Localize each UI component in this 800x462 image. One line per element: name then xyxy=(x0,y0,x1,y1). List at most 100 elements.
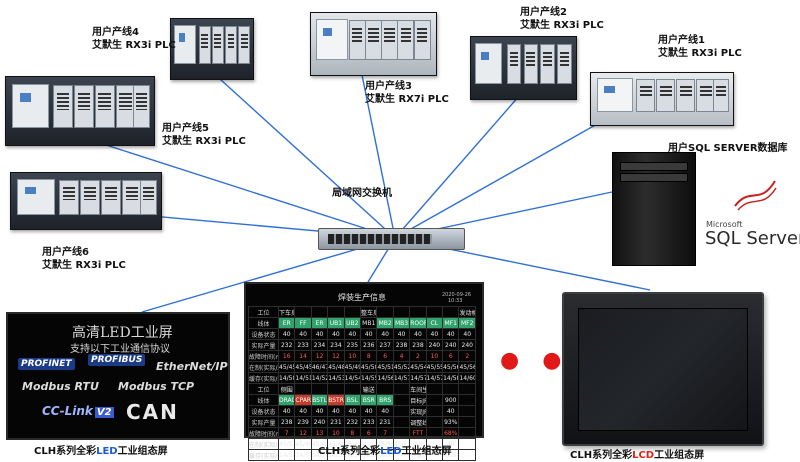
table-cell: 237 xyxy=(376,339,394,351)
table-row: 缓存(实际/最大)14/5414/5114/5214/5314/5414/581… xyxy=(248,449,476,461)
mid-screen-date: 2020-09-26 xyxy=(442,292,472,298)
table-cell: ROOF xyxy=(409,317,427,329)
table-cell: 45/46 xyxy=(294,438,312,450)
table-cell: BRS xyxy=(376,394,394,406)
row-header-cell: 线体 xyxy=(248,394,279,406)
table-row: 缓存(实际/最大)14/5014/5114/5214/5314/5414/551… xyxy=(248,372,476,384)
row-header-cell: 在制(实际/理论) xyxy=(248,361,279,373)
table-cell: 233 xyxy=(294,339,312,351)
label-line6: 用户产线6 艾默生 RX3i PLC xyxy=(42,246,126,272)
table-cell: 45/54 xyxy=(409,361,427,373)
lan-switch xyxy=(318,228,465,250)
link-line3 xyxy=(361,74,396,239)
table-cell: 8 xyxy=(360,350,378,362)
caption-left-hl: LED xyxy=(96,446,118,457)
table-cell: 40 xyxy=(327,405,345,417)
table-cell: 233 xyxy=(360,416,378,428)
table-cell: 235 xyxy=(343,339,362,351)
table-cell xyxy=(458,449,476,461)
line4-model: 艾默生 RX3i PLC xyxy=(92,40,176,51)
table-cell: 调整线FTP xyxy=(409,416,427,428)
table-cell: 6 xyxy=(376,350,394,362)
table-cell: 侧围 xyxy=(277,383,296,395)
caption-right-hl: LCD xyxy=(632,450,655,461)
table-cell: 234 xyxy=(327,339,345,351)
table-cell: 14/52 xyxy=(310,372,329,384)
row-header-cell: 设备状态 xyxy=(248,405,279,417)
table-cell: 236 xyxy=(360,339,378,351)
table-cell: 45/51 xyxy=(376,361,394,373)
table-cell: 40 xyxy=(343,328,362,340)
table-cell: BSTR xyxy=(327,394,345,406)
sql-logo-microsoft: Microsoft xyxy=(706,220,743,229)
table-cell xyxy=(458,405,476,417)
plc-line6 xyxy=(10,172,162,230)
row-header-cell: 缓存(实际/最大) xyxy=(248,372,279,384)
table-cell: 14/57 xyxy=(409,372,427,384)
table-cell xyxy=(442,306,460,318)
table-cell: CL xyxy=(425,317,444,329)
table-cell: 14/51 xyxy=(294,372,312,384)
table-cell: 40 xyxy=(409,328,427,340)
table-cell xyxy=(458,427,476,439)
line1-model: 艾默生 RX3i PLC xyxy=(658,48,742,59)
line4-name: 用户产线4 xyxy=(92,27,139,38)
link-line1 xyxy=(394,109,623,239)
table-cell: 40 xyxy=(343,405,362,417)
label-line5: 用户产线5 艾默生 RX3i PLC xyxy=(162,122,246,148)
label-line1: 用户产线1 艾默生 RX3i PLC xyxy=(658,34,742,60)
caption-left: CLH系列全彩LED工业组态屏 xyxy=(34,442,168,457)
database-label: 用户SQL SERVER数据库 xyxy=(668,143,788,154)
table-cell: 14/58 xyxy=(442,372,460,384)
table-cell: 目标JPH xyxy=(409,394,427,406)
row-header-cell: 工位 xyxy=(248,383,279,395)
mid-screen-time: 10:33 xyxy=(448,298,463,304)
caption-mid-pre: CLH系列全彩 xyxy=(318,446,381,457)
table-cell: 40 xyxy=(327,328,345,340)
cc-link-version: V2 xyxy=(94,407,114,418)
table-cell: 240 xyxy=(310,416,329,428)
table-cell: 13 xyxy=(310,427,329,439)
table-cell: MF2 xyxy=(458,317,476,329)
table-cell: ER xyxy=(310,317,329,329)
row-header-cell: 在制(实际/理论) xyxy=(248,438,279,450)
plc-line3 xyxy=(310,12,437,76)
table-cell: 12 xyxy=(327,350,345,362)
table-cell: 43/50 xyxy=(442,449,460,461)
table-cell: 40 xyxy=(294,328,312,340)
table-cell: 14/55 xyxy=(360,372,378,384)
table-cell xyxy=(310,306,329,318)
plc-line2 xyxy=(470,36,577,100)
caption-left-post: 工业组态屏 xyxy=(117,446,168,457)
table-cell: DRAC xyxy=(277,394,296,406)
line2-name: 用户产线2 xyxy=(520,7,567,18)
line5-name: 用户产线5 xyxy=(162,123,209,134)
cc-link-text: CC-Link xyxy=(42,404,93,418)
table-cell: BSR xyxy=(360,394,378,406)
switch-label: 局域网交换机 xyxy=(332,188,392,199)
table-cell: 45/54 xyxy=(376,438,394,450)
table-cell: 45/50 xyxy=(360,438,378,450)
mid-screen-title: 焊装生产信息 xyxy=(338,293,386,302)
table-row: 实际产量238239240231232233231调整线FTP93% xyxy=(248,416,476,428)
table-cell xyxy=(327,306,345,318)
table-cell: 239 xyxy=(294,416,312,428)
table-cell: 40 xyxy=(392,328,411,340)
table-cell: 240 xyxy=(442,339,460,351)
table-row: 在制(实际/理论)45/4545/4546/4745/4845/4945/504… xyxy=(248,361,476,373)
table-cell: 6 xyxy=(442,350,460,362)
table-cell xyxy=(442,383,460,395)
plc-line5 xyxy=(5,76,155,146)
caption-right-pre: CLH系列全彩 xyxy=(570,450,633,461)
table-row: 工位下车身整车身发动机 xyxy=(248,306,476,318)
table-cell: 45/52 xyxy=(392,438,411,450)
table-cell: 40 xyxy=(458,328,476,340)
table-row: 工位侧围输送车间生产状况 xyxy=(248,383,476,395)
label-line3: 用户产线3 艾默生 RX7i PLC xyxy=(365,80,449,106)
table-cell: 68% xyxy=(442,427,460,439)
table-cell xyxy=(458,438,476,450)
